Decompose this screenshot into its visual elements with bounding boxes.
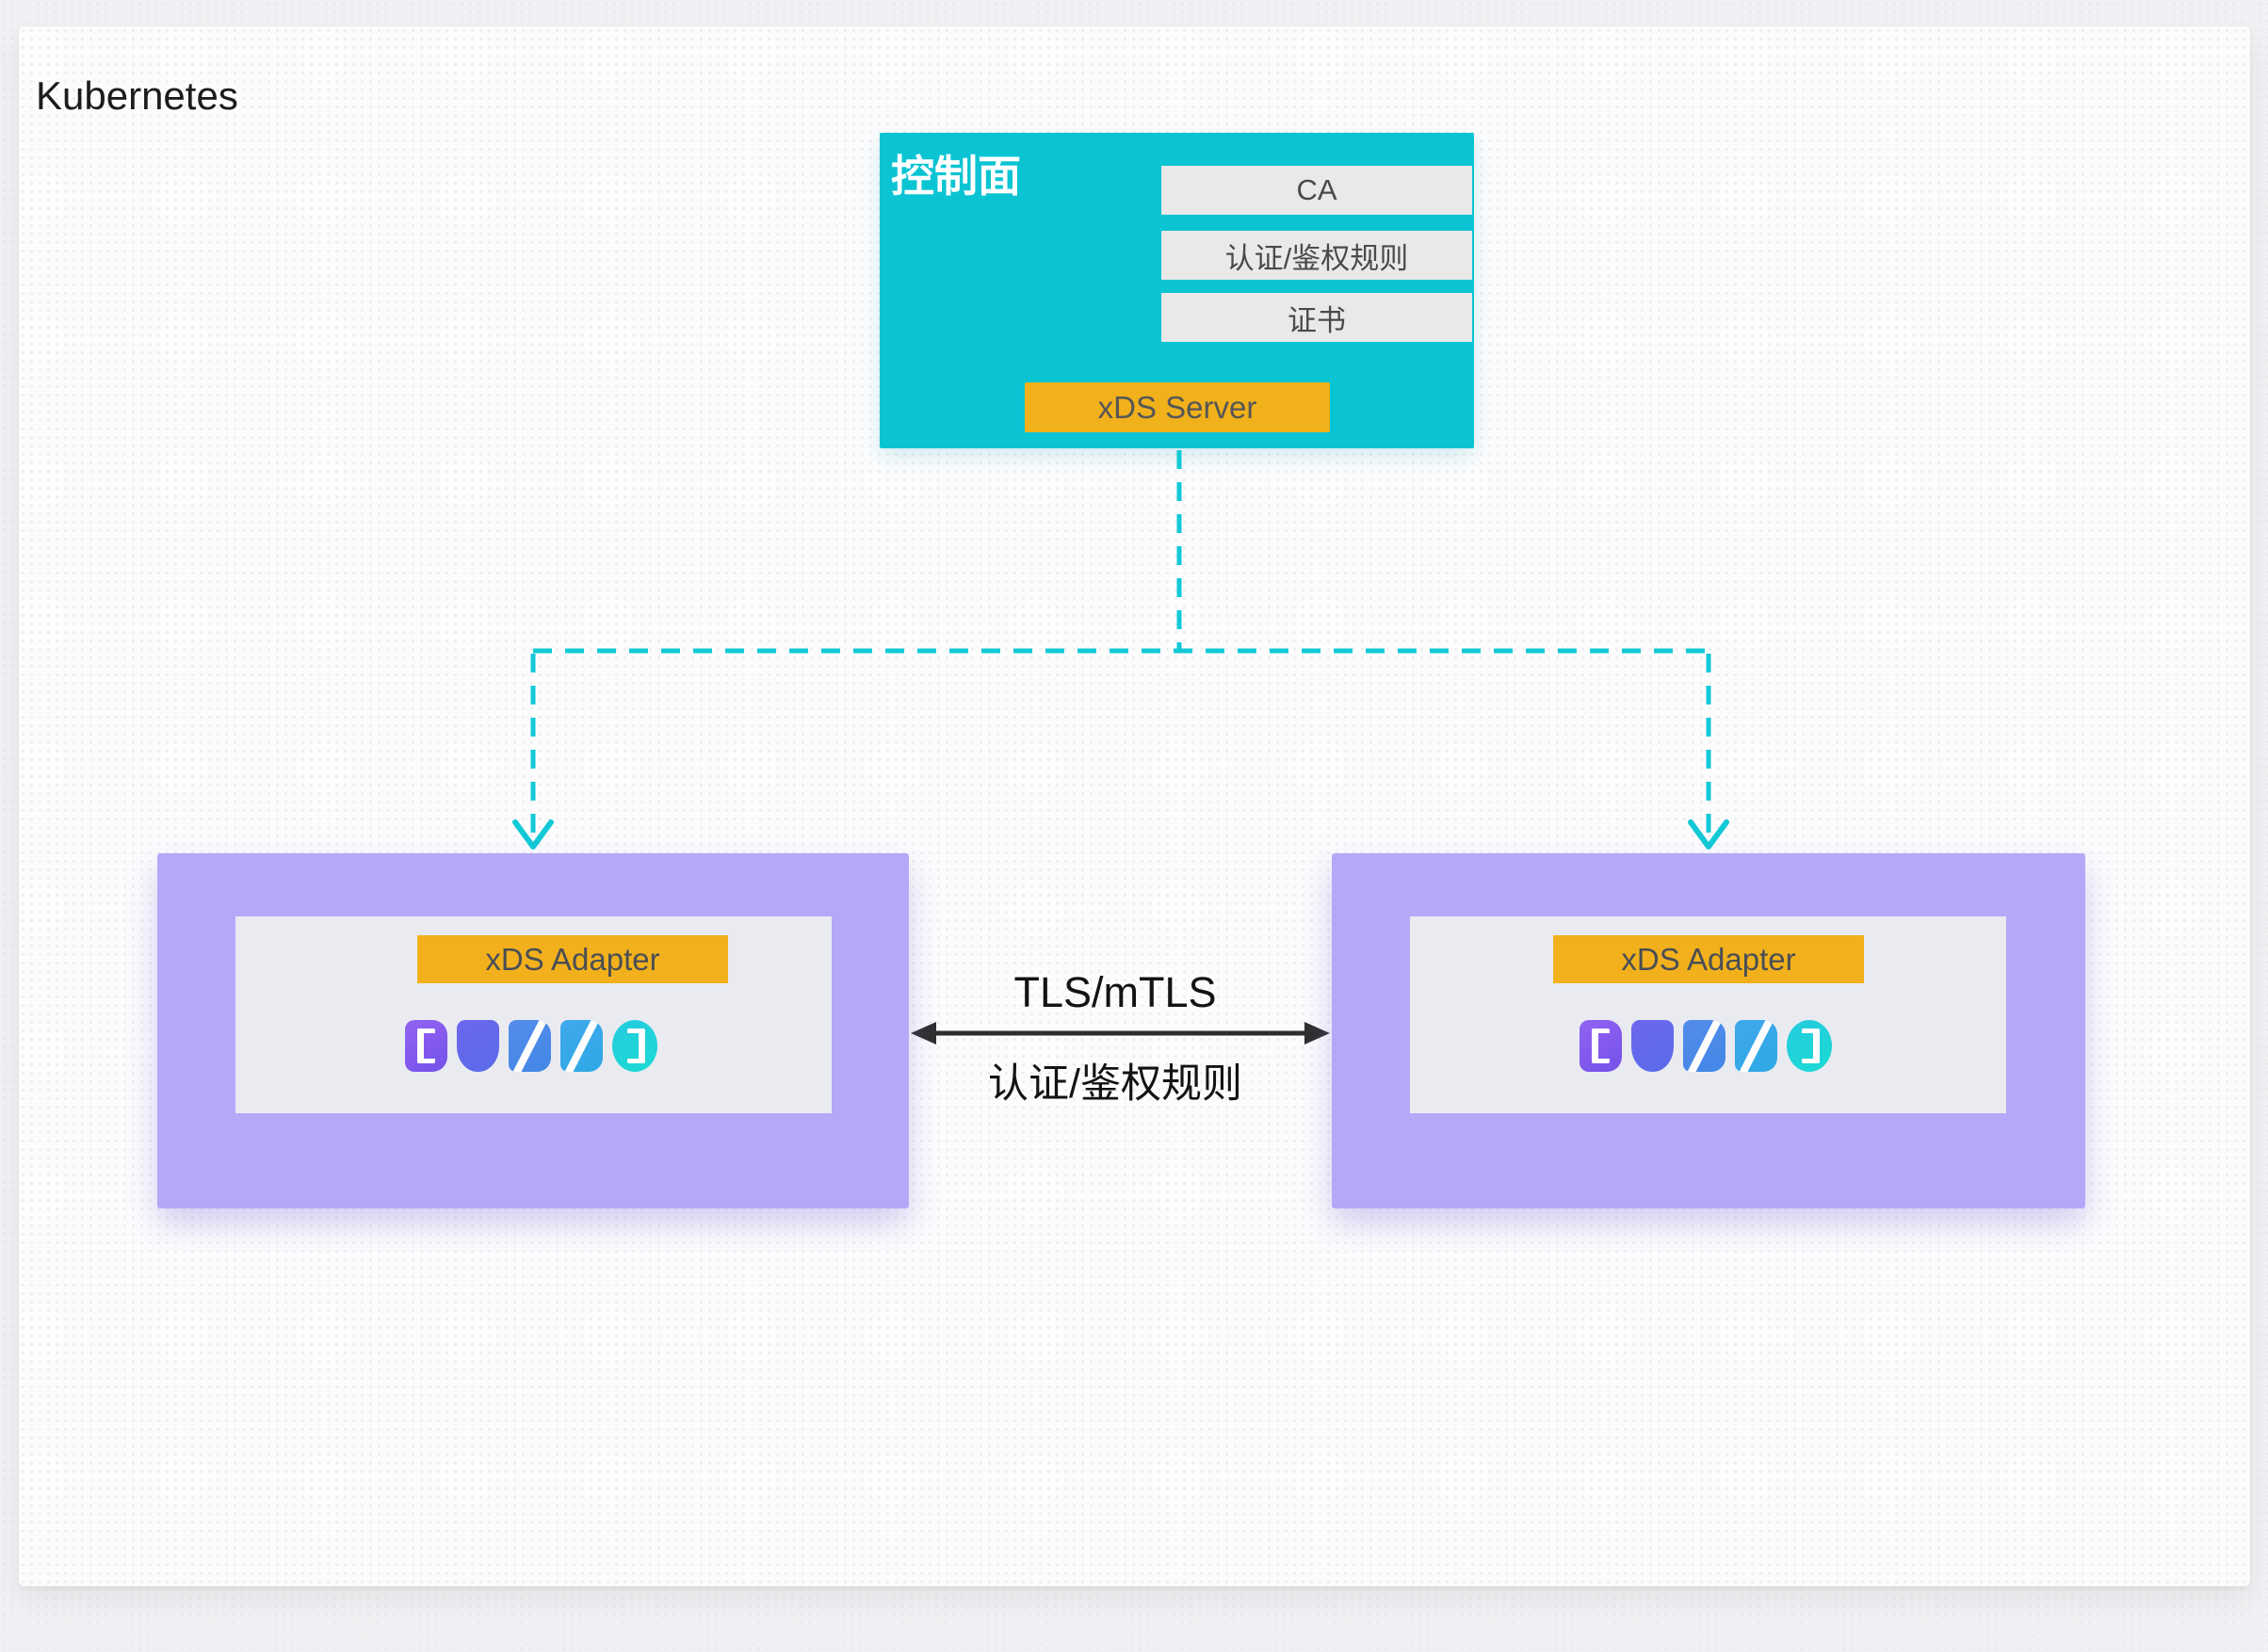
control-plane-title: 控制面 [891,152,1021,201]
resource-row-ca: CA [1161,166,1472,215]
resource-row-auth-rules: 认证/鉴权规则 [1161,231,1472,280]
dubbo-letter-o-icon [612,1020,657,1072]
pod-inner-right: xDS Adapter [1410,916,2006,1113]
dubbo-letter-b1-icon [509,1020,551,1072]
dubbo-letter-d-icon [405,1020,447,1072]
control-plane-box: 控制面 CA 认证/鉴权规则 证书 xDS Server [880,133,1474,448]
dubbo-letter-o-icon [1787,1020,1832,1072]
xds-adapter-box-right: xDS Adapter [1553,935,1864,983]
dubbo-letter-d-icon [1580,1020,1622,1072]
dubbo-letter-b2-icon [560,1020,603,1072]
xds-adapter-box-left: xDS Adapter [417,935,728,983]
xds-server-box: xDS Server [1025,382,1330,432]
dubbo-letter-u-icon [1631,1020,1674,1072]
dubbo-letter-u-icon [457,1020,499,1072]
dubbo-letter-b2-icon [1735,1020,1777,1072]
pod-inner-left: xDS Adapter [235,916,832,1113]
dubbo-pod-right: xDS Adapter [1332,853,2085,1208]
resource-row-certificate: 证书 [1161,293,1472,342]
tls-protocol-label: TLS/mTLS [1013,968,1217,1016]
dubbo-logo-left [405,1020,657,1072]
auth-rules-label: 认证/鉴权规则 [988,1061,1242,1107]
kubernetes-label: Kubernetes [36,73,238,118]
dubbo-pod-left: xDS Adapter [157,853,909,1208]
dubbo-logo-right [1580,1020,1832,1072]
dubbo-letter-b1-icon [1683,1020,1725,1072]
